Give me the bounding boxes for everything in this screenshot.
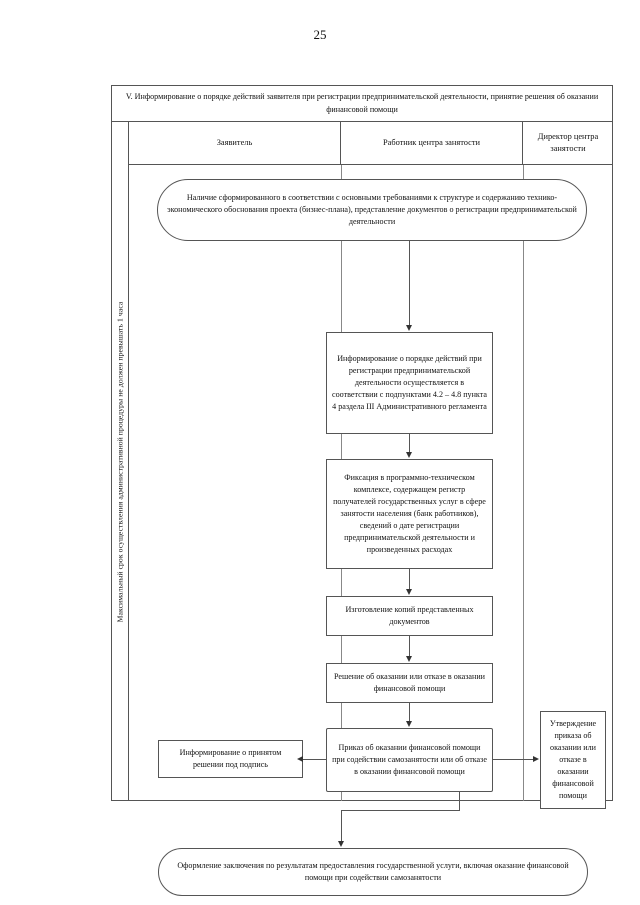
page-number: 25 [313,27,327,42]
column-header-director: Директор центра занятости [537,131,599,153]
connector-order-left [341,810,460,811]
node-order-issue: Приказ об оказании финансовой помощи при… [326,728,493,792]
arrow-order-to-approval [533,755,539,762]
column-header-employee: Работник центра занятости [341,122,523,164]
column-separator-2 [523,165,524,801]
arrow-copies-to-decision [405,656,412,662]
node-copies: Изготовление копий представленных докуме… [326,596,493,636]
connector-order-to-approval [493,759,537,760]
connector-start-to-informing [409,241,410,327]
arrow-to-conclusion [337,841,344,847]
arrow-informing-to-fixation [405,452,412,458]
connector-informing-to-fixation [409,434,410,454]
flowchart-table: V. Информирование о порядке действий зая… [111,85,613,896]
connector-copies-to-decision [409,636,410,658]
flowchart-body: Наличие сформированного в соответствии с… [129,165,613,896]
connector-order-down [459,792,460,810]
node-inform-applicant: Информирование о принятом решении под по… [158,740,303,778]
connector-order-to-applicant [303,759,326,760]
node-decision: Решение об оказании или отказе в оказани… [326,663,493,703]
node-informing-order: Информирование о порядке действий при ре… [326,332,493,434]
node-conclusion: Оформление заключения по результатам пре… [158,848,588,896]
node-start: Наличие сформированного в соответствии с… [157,179,587,241]
arrow-order-to-applicant [297,755,303,762]
connector-to-conclusion [341,810,342,843]
arrow-decision-to-order [405,721,412,727]
arrow-start-to-informing [405,325,412,331]
max-duration-label: Максимальный срок осуществления админист… [115,301,125,622]
column-header-applicant: Заявитель [129,122,341,164]
node-approval: Утверждение приказа об оказании или отка… [540,711,606,809]
section-title-row: V. Информирование о порядке действий зая… [112,86,612,122]
max-duration-strip: Максимальный срок осуществления админист… [112,122,129,801]
arrow-fixation-to-copies [405,589,412,595]
connector-decision-to-order [409,703,410,725]
page-title: V. Информирование о порядке действий зая… [125,92,599,114]
connector-fixation-to-copies [409,569,410,591]
role-header-row: Заявитель Работник центра занятости Дире… [129,122,613,165]
node-fixation: Фиксация в программно-техническом компле… [326,459,493,569]
